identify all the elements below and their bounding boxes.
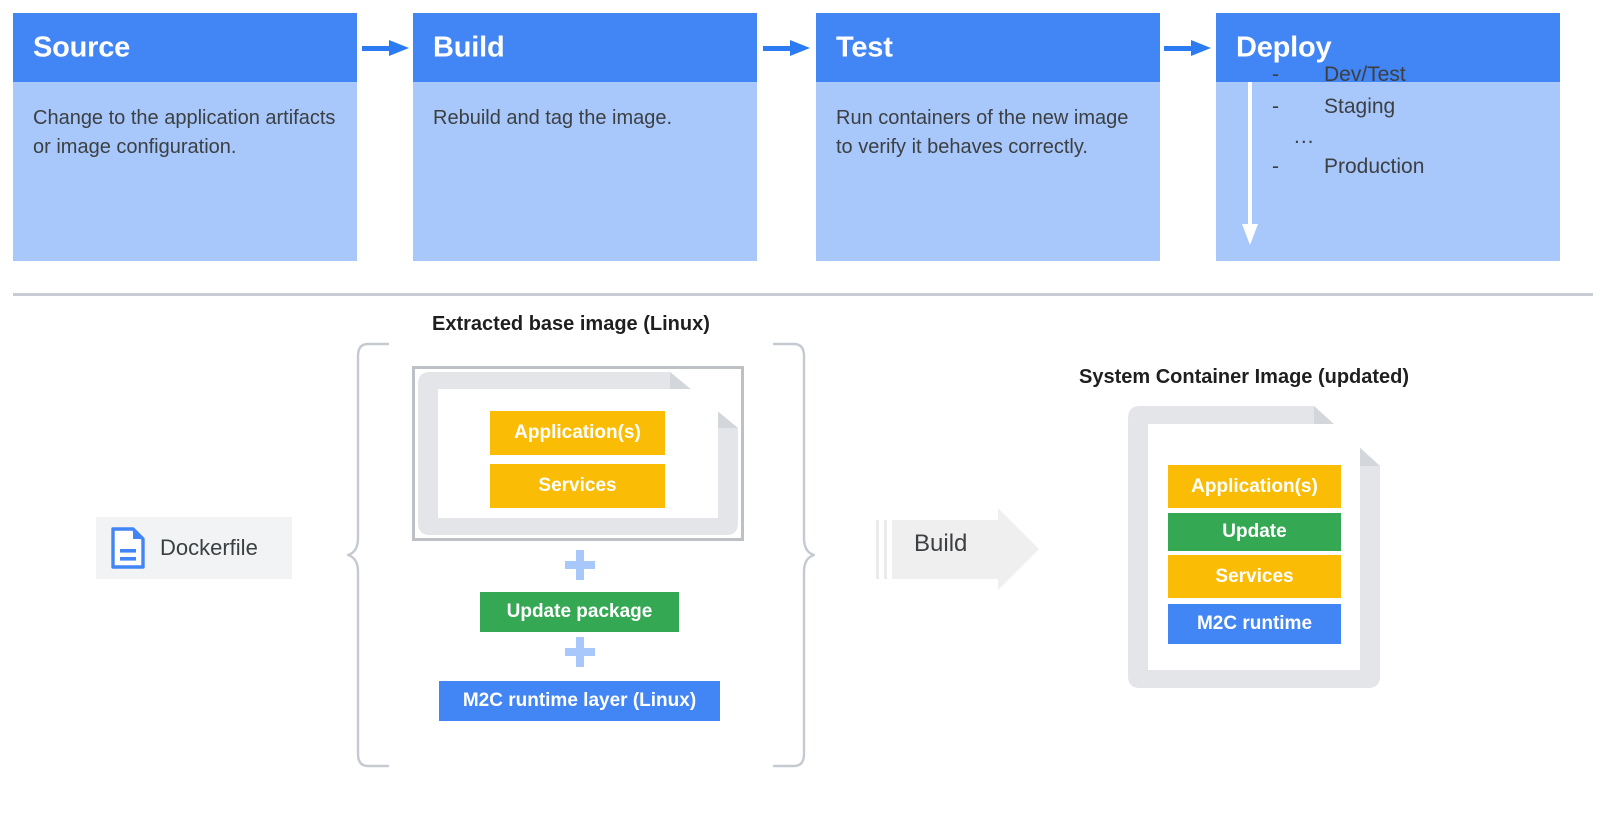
- list-item-dash: -: [1272, 63, 1279, 86]
- dockerfile-chip[interactable]: Dockerfile: [96, 517, 292, 579]
- stage-title: Deploy: [1236, 31, 1332, 63]
- layer-m2c-runtime: M2C runtime layer (Linux): [439, 681, 720, 721]
- layer-update: Update: [1168, 513, 1341, 551]
- arrow-head: [998, 508, 1039, 590]
- layer-m2c-runtime: M2C runtime: [1168, 604, 1341, 644]
- stage-header: Deploy: [1216, 13, 1560, 82]
- stage-title: Source: [33, 31, 131, 63]
- arrow-tail-line: [884, 520, 887, 579]
- arrow-down-icon: [1242, 82, 1258, 247]
- pipeline-stage-source[interactable]: Source Change to the application artifac…: [13, 13, 357, 261]
- arrow-shaft: [1248, 82, 1252, 228]
- layer-services: Services: [1168, 555, 1341, 598]
- arrow-shaft: [362, 46, 392, 51]
- stage-description: Run containers of the new image to verif…: [836, 107, 1129, 158]
- build-arrow-label: Build: [914, 530, 968, 557]
- arrow-head: [1242, 224, 1258, 245]
- stage-title: Build: [433, 31, 505, 63]
- arrow-head: [389, 40, 409, 56]
- base-image-caption: Extracted base image (Linux): [432, 313, 710, 335]
- dockerfile-label: Dockerfile: [160, 535, 258, 560]
- section-divider: [13, 293, 1593, 296]
- left-curly-brace: [346, 342, 390, 768]
- arrow-right-icon: [1164, 40, 1214, 56]
- stage-title: Test: [836, 31, 893, 63]
- arrow-right-icon: [763, 40, 813, 56]
- layer-services: Services: [490, 464, 665, 508]
- list-item-label: Dev/Test: [1324, 63, 1406, 86]
- stage-description: Rebuild and tag the image.: [433, 107, 673, 129]
- pipeline-row: Source Change to the application artifac…: [0, 0, 1606, 262]
- layer-update-package: Update package: [480, 592, 679, 632]
- arrow-shaft: [763, 46, 793, 51]
- pipeline-stage-test[interactable]: Test Run containers of the new image to …: [816, 13, 1160, 261]
- arrow-right-icon: [362, 40, 412, 56]
- arrow-tail-line: [876, 520, 879, 579]
- list-item-label: Staging: [1324, 94, 1396, 118]
- list-item-label: Production: [1324, 155, 1425, 179]
- deploy-targets-list: - Dev/Test - Staging ... - Production: [1272, 59, 1542, 183]
- list-item: - Production: [1272, 151, 1542, 183]
- system-image-caption: System Container Image (updated): [1079, 366, 1410, 388]
- list-item: - Staging: [1272, 91, 1542, 123]
- stage-header: Build: [413, 13, 757, 82]
- stage-header: Test: [816, 13, 1160, 82]
- arrow-head: [790, 40, 810, 56]
- list-item-dash: -: [1272, 155, 1279, 179]
- list-item: - Dev/Test: [1272, 59, 1542, 91]
- base-image-outline: [412, 366, 744, 541]
- layer-applications: Application(s): [490, 411, 665, 455]
- stage-header: Source: [13, 13, 357, 82]
- document-icon: [111, 527, 145, 569]
- layer-applications: Application(s): [1168, 465, 1341, 508]
- arrow-shaft: [1164, 46, 1194, 51]
- arrow-head: [1191, 40, 1211, 56]
- pipeline-stage-build[interactable]: Build Rebuild and tag the image.: [413, 13, 757, 261]
- right-curly-brace: [772, 342, 816, 768]
- build-arrow: Build: [876, 508, 1039, 591]
- stage-description: Change to the application artifacts or i…: [33, 107, 336, 158]
- list-item-ellipsis: ...: [1272, 123, 1542, 151]
- list-item-label: ...: [1294, 124, 1315, 148]
- plus-icon: [565, 550, 595, 580]
- plus-icon: [565, 637, 595, 667]
- list-item-dash: -: [1272, 94, 1279, 118]
- arrow-body: [892, 520, 1000, 579]
- pipeline-stage-deploy[interactable]: Deploy - Dev/Test - Staging ... - Produc…: [1216, 13, 1560, 261]
